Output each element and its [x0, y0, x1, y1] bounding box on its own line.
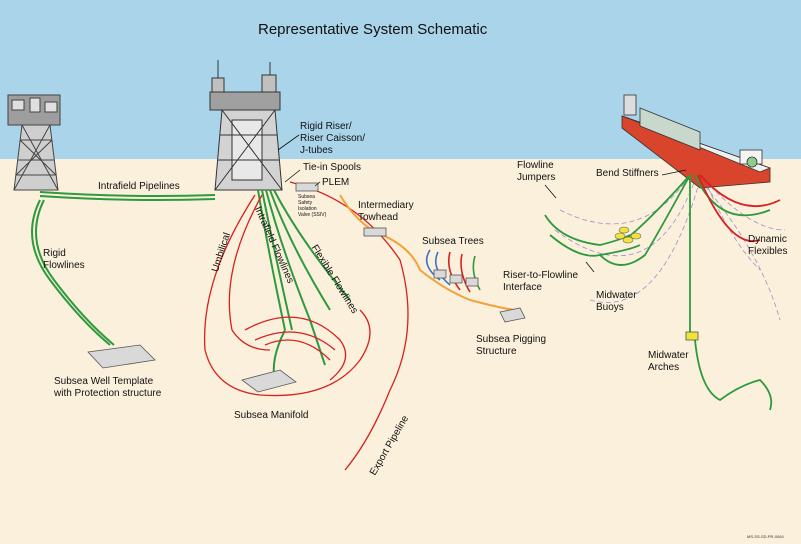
fpso-vessel — [621, 94, 772, 189]
dynamic-flexibles-label-line: Dynamic — [748, 234, 787, 245]
ssiv-label-line: Isolation — [298, 206, 317, 212]
plem-label: PLEM — [322, 177, 350, 188]
ssiv-label-line: Subsea — [298, 194, 315, 200]
export-towhead-pipeline — [339, 194, 516, 311]
rigid-riser-label-line: Riser Caisson/ — [300, 133, 366, 144]
document-id: MS-SS-SD-PR-0064 — [747, 534, 784, 539]
subsea-pigging-structure — [499, 307, 526, 323]
dynamic-flexibles-label: Dynamic Flexibles — [748, 234, 787, 258]
rigid-flowlines-label-line: Rigid — [43, 248, 66, 259]
riser-to-flowline-interface-label: Riser-to-Flowline Interface — [503, 270, 578, 294]
flowline-jumpers-label-line: Flowline — [517, 160, 554, 171]
subsea-pigging-structure-label-line: Subsea Pigging — [476, 334, 547, 345]
rigid-riser-label-line: J-tubes — [300, 145, 333, 156]
center-platform — [209, 60, 283, 191]
intermediary-towhead-label-line: Intermediary — [358, 200, 414, 211]
tie-in-spools-label: Tie-in Spools — [303, 162, 361, 173]
ssiv-label-line: Safety — [298, 200, 313, 206]
flowline-jumpers-label-line: Jumpers — [517, 172, 556, 183]
subsea-well-template-structure — [87, 344, 156, 369]
midwater-buoys-label-line: Midwater — [596, 290, 637, 301]
midwater-buoys — [614, 226, 642, 244]
intermediary-towhead-structure — [363, 227, 387, 237]
midwater-buoys-label-line: Buoys — [596, 302, 624, 313]
flowline-jumpers-label: Flowline Jumpers — [517, 160, 555, 184]
dynamic-flexibles-label-line: Flexibles — [748, 246, 788, 257]
subsea-pigging-structure-label-line: Structure — [476, 346, 517, 357]
ssiv-label: Subsea Safety Isolation Valve (SSIV) — [298, 194, 326, 218]
diagram-title: Representative System Schematic — [258, 21, 488, 38]
bend-stiffners-label: Bend Stiffners — [596, 168, 659, 179]
subsea-trees-label: Subsea Trees — [422, 236, 484, 247]
left-platform — [7, 94, 61, 191]
green-pipelines — [31, 189, 351, 381]
intermediary-towhead-label-line: Towhead — [358, 212, 399, 223]
intrafield-pipelines-label: Intrafield Pipelines — [98, 181, 180, 192]
riser-to-flowline-interface-label-line: Interface — [503, 282, 542, 293]
subsea-well-template-label: Subsea Well Template with Protection str… — [54, 376, 161, 400]
midwater-arches-label: Midwater Arches — [648, 350, 689, 374]
plem-structure — [295, 182, 319, 192]
subsea-trees-jumpers — [425, 249, 481, 293]
subsea-pigging-structure-label: Subsea Pigging Structure — [476, 334, 546, 358]
subsea-manifold-structure — [241, 369, 297, 393]
midwater-arches-label-line: Midwater — [648, 350, 689, 361]
midwater-arch — [685, 331, 699, 341]
subsea-structures — [87, 182, 699, 393]
callout-arrows — [277, 134, 687, 273]
rigid-riser-label: Rigid Riser/ Riser Caisson/ J-tubes — [300, 121, 365, 157]
midwater-arches-label-line: Arches — [648, 362, 680, 373]
rigid-riser-label-line: Rigid Riser/ — [300, 121, 352, 132]
midwater-buoys-label: Midwater Buoys — [596, 290, 637, 314]
subsea-manifold-label: Subsea Manifold — [234, 410, 309, 421]
subsea-well-template-label-line: Subsea Well Template — [54, 376, 154, 387]
intermediary-towhead-label: Intermediary Towhead — [358, 200, 414, 224]
rigid-flowlines-label: Rigid Flowlines — [43, 248, 85, 272]
rigid-flowlines-label-line: Flowlines — [43, 260, 85, 271]
ssiv-label-line: Valve (SSIV) — [298, 212, 327, 218]
subsea-well-template-label-line: with Protection structure — [54, 388, 162, 399]
riser-to-flowline-interface-label-line: Riser-to-Flowline — [503, 270, 579, 281]
